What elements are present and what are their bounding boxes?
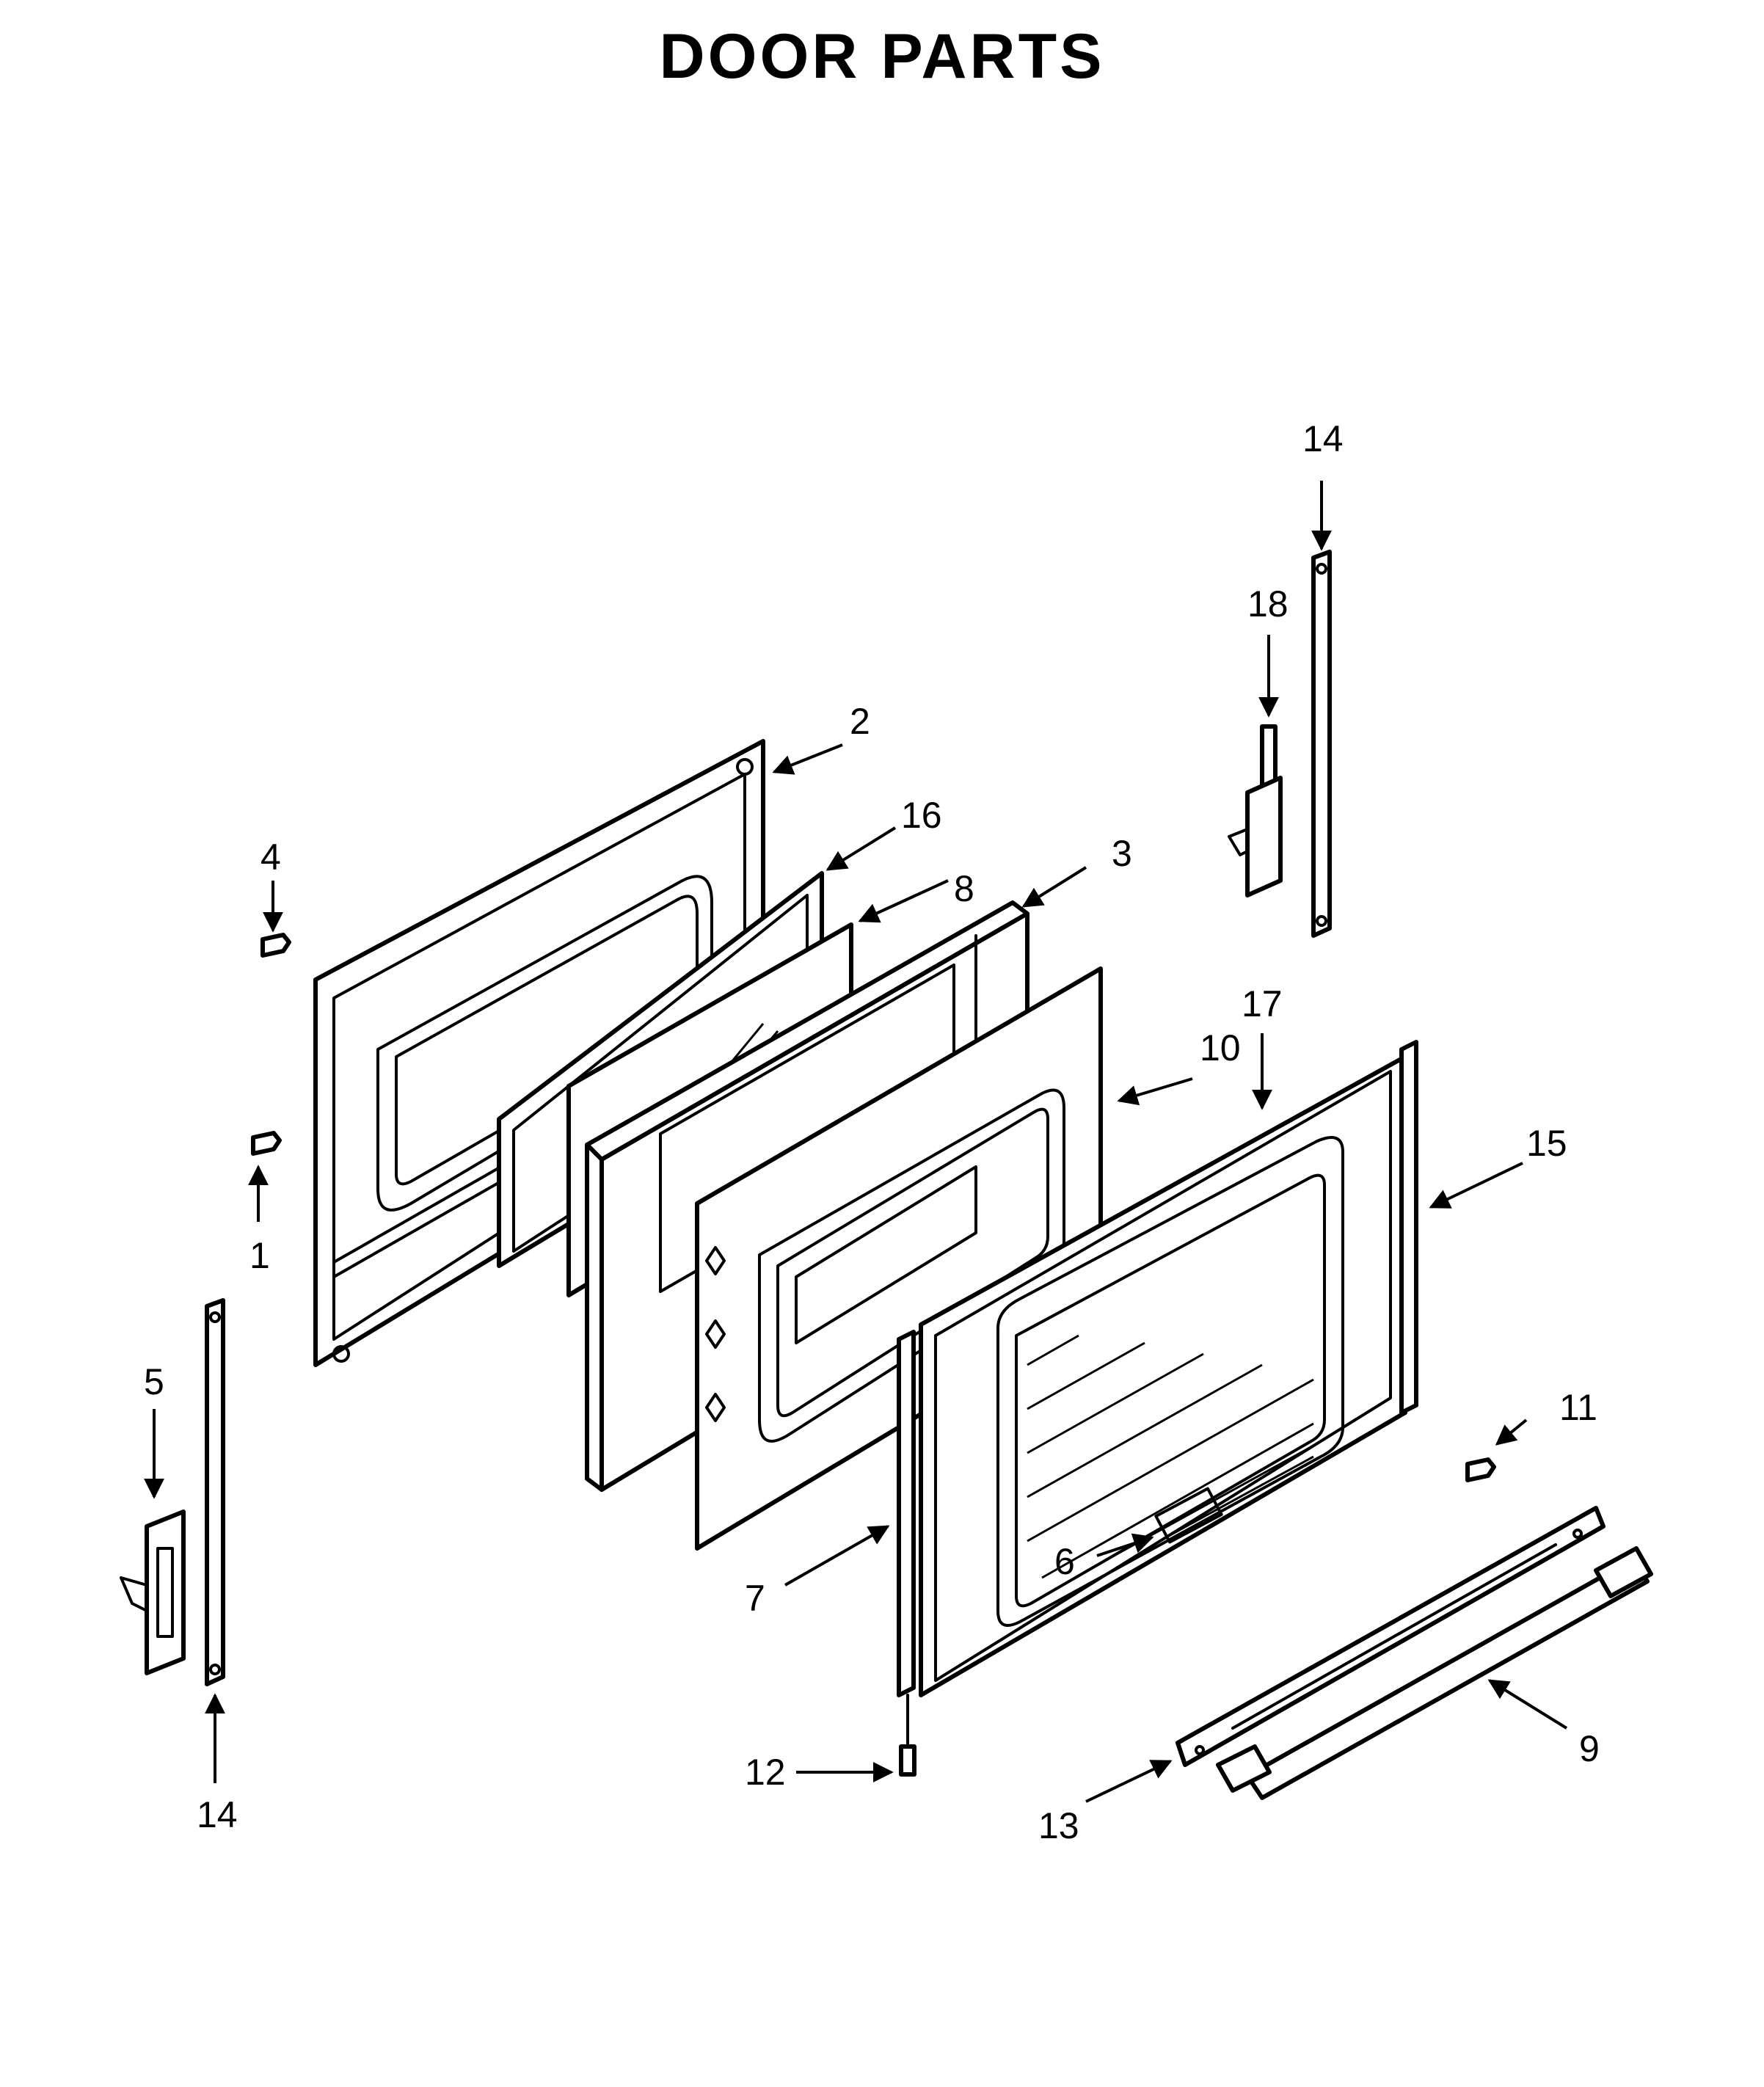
door-handle — [1216, 1546, 1653, 1800]
callout-4: 4 — [260, 837, 281, 878]
leader-lines — [144, 481, 1568, 1803]
screw-part-12 — [899, 1694, 916, 1777]
left-door-trim — [897, 1330, 916, 1697]
callout-labels: 2 16 3 8 4 1 14 18 17 10 15 5 14 11 7 6 … — [144, 418, 1600, 1846]
callout-18: 18 — [1247, 583, 1289, 624]
hinge-receiver-left — [205, 1298, 225, 1686]
right-door-trim — [1399, 1040, 1418, 1415]
callout-6: 6 — [1054, 1541, 1075, 1582]
screw-part-4 — [260, 933, 291, 958]
callout-3: 3 — [1112, 833, 1132, 874]
callout-14-top: 14 — [1302, 418, 1344, 459]
callout-2: 2 — [850, 701, 870, 742]
door-hinge-left — [120, 1509, 186, 1675]
callout-15: 15 — [1526, 1123, 1567, 1164]
callout-8: 8 — [954, 868, 974, 909]
callout-13: 13 — [1038, 1805, 1079, 1846]
screw-part-1 — [251, 1131, 282, 1156]
callout-11: 11 — [1559, 1387, 1597, 1428]
callout-10: 10 — [1200, 1027, 1241, 1068]
diagram-title: DOOR PARTS — [659, 21, 1105, 92]
callout-17: 17 — [1242, 983, 1283, 1024]
door-hinge-right — [1228, 724, 1283, 897]
callout-9: 9 — [1579, 1728, 1600, 1769]
callout-5: 5 — [144, 1361, 164, 1402]
callout-1: 1 — [249, 1235, 270, 1276]
handle-trim — [1176, 1506, 1606, 1767]
callout-12: 12 — [745, 1752, 786, 1793]
callout-14-bottom: 14 — [197, 1794, 238, 1835]
callout-7: 7 — [745, 1578, 765, 1619]
screw-part-11 — [1465, 1457, 1496, 1482]
hinge-receiver-right — [1311, 550, 1332, 938]
callout-16: 16 — [901, 795, 942, 836]
